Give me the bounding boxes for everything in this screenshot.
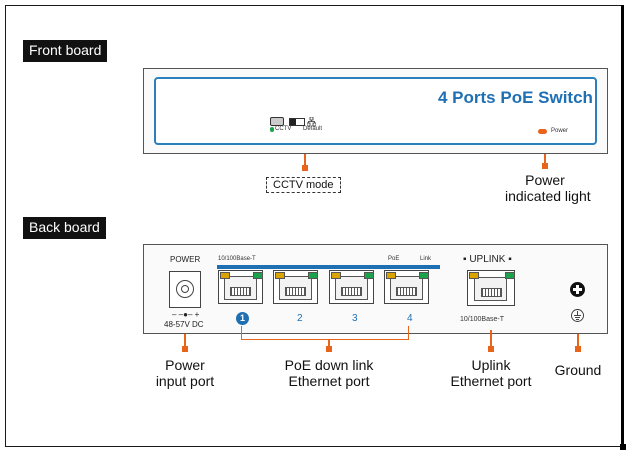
power-port-label: POWER [170,255,201,264]
front-board-label: Front board [23,40,108,62]
power-input-callout-line1: Power [165,357,205,373]
power-input-callout-line2: input port [155,373,215,389]
ground-screw-icon [570,282,585,297]
poe-port-1 [218,270,263,304]
power-led [538,129,547,134]
default-switch-label: Default [303,126,323,132]
poe-port-2 [273,270,318,304]
port-number-2: 2 [297,313,303,324]
power-light-callout-line1: Power [525,172,565,188]
front-panel-face [154,77,597,145]
uplink-callout-line2: Ethernet port [450,373,532,389]
uplink-callout-line1: Uplink [471,357,511,373]
ground-callout: Ground [554,362,602,378]
polarity-symbol: – –●– + [172,310,200,319]
port-number-1: 1 [239,313,245,323]
cctv-callout-marker [302,165,308,171]
poe-callout-line [328,339,330,348]
port-number-1-badge: 1 [236,312,249,325]
cctv-icon [270,117,284,126]
poe-callout-marker [326,346,332,352]
network-icon [306,114,317,127]
poe-led-header: PoE [388,256,400,262]
poe-downlink-callout-line1: PoE down link [284,357,374,373]
ground-symbol-icon [571,309,584,322]
frame-shadow [5,5,624,447]
port-number-3: 3 [352,313,358,324]
uplink-label: ▪ UPLINK ▪ [463,254,512,265]
power-light-callout-line2: indicated light [505,188,591,204]
front-panel [143,68,608,154]
power-input-callout-line [184,334,186,348]
cctv-mode-callout: CCTV mode [266,177,341,193]
uplink-speed: 10/100Base-T [460,316,504,323]
poe-port-3 [329,270,374,304]
corner-mark [620,444,626,450]
device-title: 4 Ports PoE Switch [438,88,593,107]
voltage-label: 48-57V DC [164,320,204,329]
power-jack [169,271,201,308]
port-number-4: 4 [407,313,413,324]
cctv-callout-line [304,154,306,166]
poe-bracket-left [241,326,242,340]
uplink-callout: Uplink Ethernet port [445,357,537,389]
power-input-callout-marker [182,346,188,352]
link-led-header: Link [420,256,432,262]
ground-callout-marker [575,346,581,352]
back-panel [143,244,608,334]
power-input-callout: Power input port [145,357,225,389]
power-callout-marker [542,163,548,169]
poe-downlink-callout-line2: Ethernet port [288,373,370,389]
ground-callout-line [577,334,579,348]
uplink-callout-marker [488,346,494,352]
poe-downlink-callout: PoE down link Ethernet port [264,357,394,389]
power-callout-line [544,154,546,164]
poe-port-4 [384,270,429,304]
mode-switch [289,118,305,126]
cctv-switch-label: CCTV [275,126,292,132]
power-light-callout: Power indicated light [505,172,591,204]
uplink-port [467,270,515,306]
ports-header: 10/100Base-T [218,256,256,262]
back-board-label: Back board [23,217,106,239]
ports-blue-bar [217,265,440,269]
power-led-label: Power [551,128,569,134]
poe-bracket-right [408,326,409,340]
uplink-callout-line [490,330,492,348]
cctv-led [270,127,274,132]
poe-bracket-bar [241,339,409,340]
